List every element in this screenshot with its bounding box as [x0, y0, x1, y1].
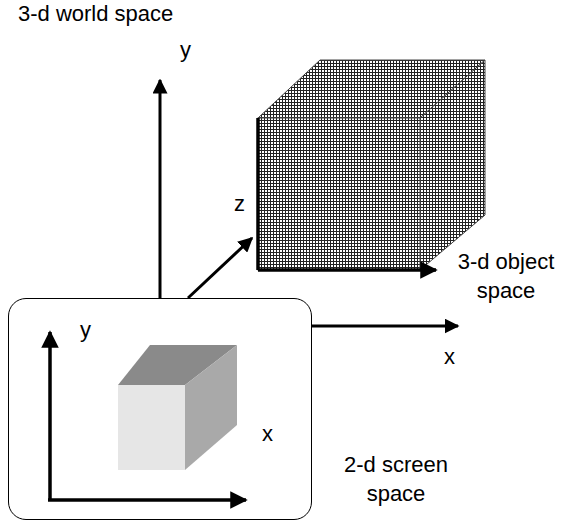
axis-label: y — [80, 316, 91, 345]
object-x-axis — [258, 268, 436, 272]
space-caption: 3-d object space — [436, 248, 576, 305]
screen-panel: 2-d screen space — [8, 298, 312, 520]
screen-y-axis — [48, 332, 52, 500]
world-z-axis — [188, 238, 252, 298]
axis-label: x — [262, 420, 273, 449]
axis-label: z — [234, 190, 245, 219]
space-caption: 2-d screen space — [321, 451, 471, 508]
object-cube — [258, 60, 485, 270]
world-y-axis — [159, 80, 162, 298]
object-y-axis — [256, 118, 260, 270]
world-x-axis — [312, 325, 458, 328]
screen-x-axis — [48, 498, 246, 502]
space-caption: 3-d world space — [18, 0, 173, 29]
screen-cube — [118, 345, 237, 470]
axis-label: x — [444, 343, 455, 372]
axis-label: y — [180, 36, 191, 65]
